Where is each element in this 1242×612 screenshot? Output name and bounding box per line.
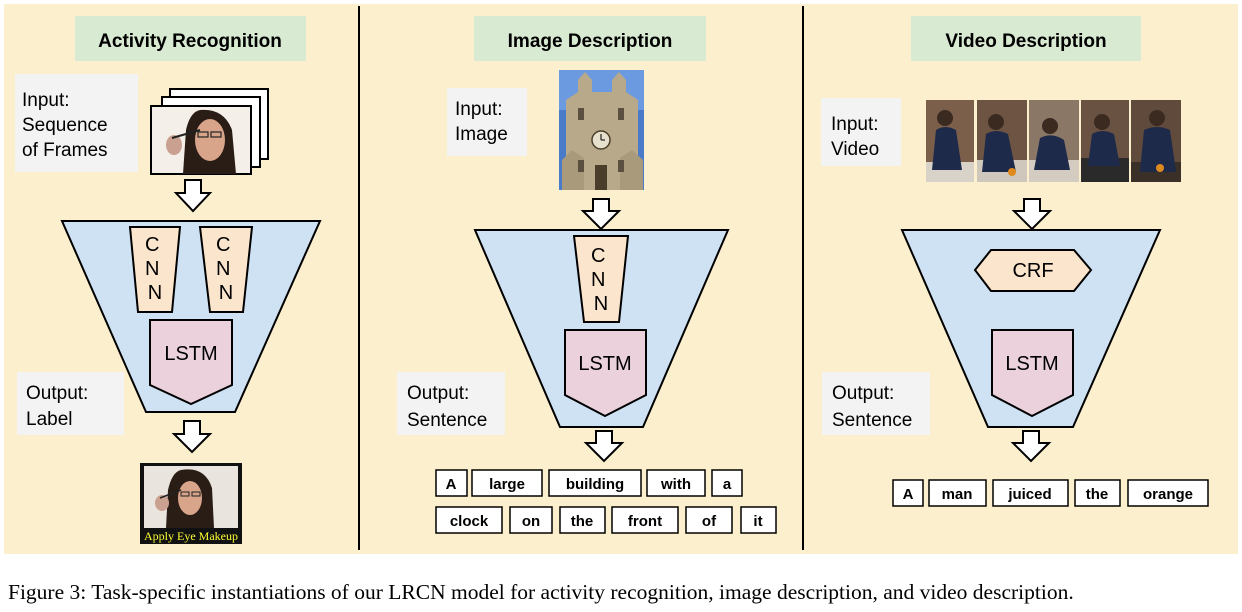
word-token: man (928, 479, 987, 507)
svg-text:building: building (566, 476, 624, 493)
word-token: front (611, 506, 679, 534)
input-label-box (821, 98, 901, 166)
word-token: with (646, 469, 706, 497)
cnn-block: C N N (572, 235, 630, 323)
arrow-down-icon (1011, 198, 1053, 231)
svg-text:man: man (942, 486, 973, 503)
word-token: of (685, 506, 733, 534)
svg-text:a: a (723, 476, 732, 493)
word-token: orange (1127, 479, 1209, 507)
panel-image-description: Image Description Input: Image (397, 16, 777, 534)
svg-text:with: with (660, 476, 691, 493)
lstm-block: LSTM (149, 319, 233, 406)
svg-text:front: front (628, 513, 662, 530)
model-funnel (900, 229, 1162, 428)
output-label: Output: Label (26, 383, 94, 430)
panel-title: Activity Recognition (98, 31, 282, 52)
makeup-face-image (166, 109, 236, 174)
output-caption: Apply Eye Makeup (144, 529, 238, 543)
frame-sequence-thumbnail (150, 88, 269, 175)
figure-caption: Figure 3: Task-specific instantiations o… (8, 580, 1074, 604)
video-frame (1131, 100, 1181, 182)
word-token: clock (435, 506, 503, 534)
svg-text:the: the (571, 513, 594, 530)
svg-text:clock: clock (450, 513, 489, 530)
word-token: it (740, 506, 777, 534)
word-token: building (548, 469, 642, 497)
crf-block: CRF (973, 249, 1093, 292)
svg-text:it: it (753, 513, 762, 530)
svg-text:LSTM: LSTM (578, 353, 631, 375)
output-label-box (17, 372, 124, 435)
input-label-box (15, 74, 138, 172)
word-token: the (559, 506, 606, 534)
svg-text:the: the (1086, 486, 1109, 503)
svg-text:large: large (489, 476, 525, 493)
svg-text:A: A (903, 486, 914, 503)
panel-title-box (474, 16, 706, 61)
model-funnel (60, 220, 322, 413)
word-token: juiced (992, 479, 1069, 507)
video-frame (926, 100, 974, 182)
word-token: A (892, 479, 924, 507)
arrow-down-icon (1010, 430, 1052, 463)
output-label-box (397, 372, 505, 435)
arrow-down-icon (171, 420, 213, 454)
svg-text:C N N: C N N (145, 234, 165, 304)
word-token: large (471, 469, 543, 497)
arrow-down-icon (173, 179, 213, 213)
panel-title: Video Description (945, 31, 1106, 52)
output-label-image: Apply Eye Makeup (140, 463, 242, 544)
model-funnel (473, 229, 730, 428)
output-label: Output: Sentence (407, 383, 487, 431)
output-label: Output: Sentence (832, 383, 912, 431)
svg-text:LSTM: LSTM (1005, 353, 1058, 375)
panel-video-description: Video Description Input: Video (821, 16, 1209, 507)
input-label: Input: Image (455, 99, 508, 145)
word-token: the (1074, 479, 1121, 507)
panel-title-box (911, 16, 1141, 61)
cnn-block-1: C N N (128, 226, 182, 313)
video-frame (977, 100, 1027, 182)
panel-title: Image Description (508, 31, 673, 52)
svg-text:LSTM: LSTM (164, 343, 217, 365)
svg-text:C N N: C N N (591, 245, 611, 315)
arrow-down-icon (580, 198, 622, 231)
video-frame (1081, 100, 1129, 182)
word-token: A (435, 469, 468, 497)
panel-activity-recognition: Activity Recognition Input: Sequence of … (15, 16, 322, 544)
svg-text:orange: orange (1143, 486, 1193, 503)
panel-title-box (75, 16, 306, 61)
output-sentence: A large building with a clock on the fro… (435, 469, 777, 534)
svg-text:C N N: C N N (216, 234, 236, 304)
lstm-block: LSTM (564, 329, 647, 418)
input-label-box (447, 88, 527, 156)
svg-text:of: of (702, 513, 717, 530)
video-frame (1029, 100, 1079, 182)
input-label: Input: Sequence of Frames (22, 90, 113, 161)
word-token: on (509, 506, 553, 534)
svg-text:juiced: juiced (1007, 486, 1051, 503)
arrow-down-icon (583, 430, 625, 463)
output-label-box (822, 372, 930, 435)
cnn-block-2: C N N (198, 226, 254, 313)
video-frames (926, 100, 1181, 182)
input-building-image (559, 70, 644, 190)
svg-text:CRF: CRF (1012, 260, 1053, 282)
word-token: a (711, 469, 743, 497)
svg-text:on: on (522, 513, 540, 530)
svg-text:A: A (446, 476, 457, 493)
output-sentence: A man juiced the orange (892, 479, 1209, 507)
input-label: Input: Video (831, 114, 884, 160)
lstm-block: LSTM (991, 329, 1074, 418)
